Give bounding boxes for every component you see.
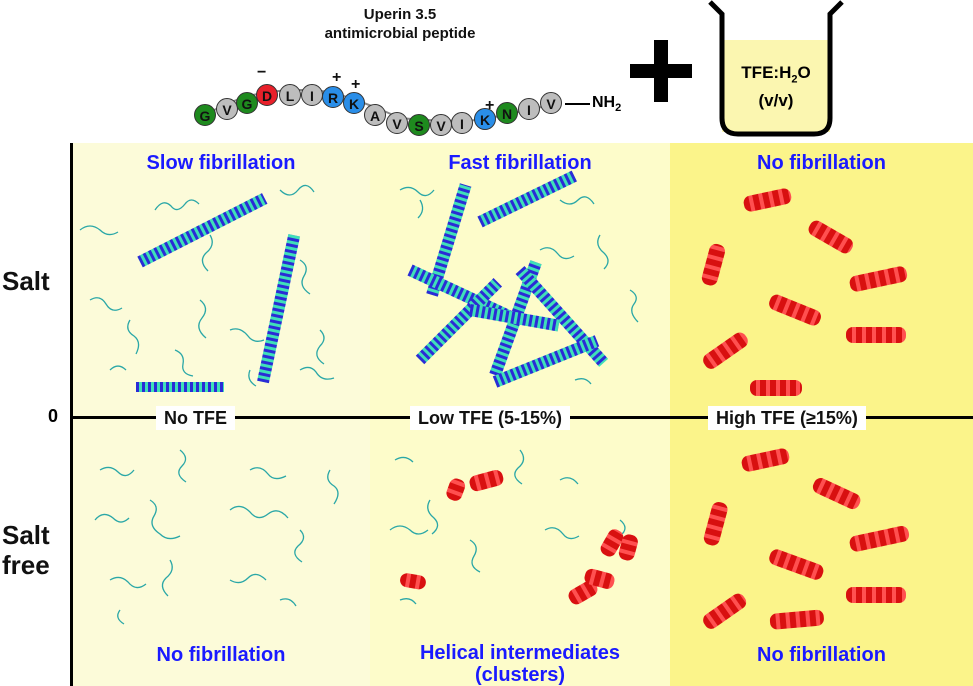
beaker-label: TFE:H2O (v/v) — [741, 63, 811, 111]
residue-l: L — [279, 84, 301, 106]
fibrils-fast — [407, 170, 609, 388]
residue-r: R — [322, 86, 344, 108]
residue-k: K — [474, 108, 496, 130]
condition-bottom-high-tfe: No fibrillation — [757, 644, 886, 666]
condition-top-low-tfe: Fast fibrillation — [448, 152, 592, 174]
c-terminus-label: NH2 — [592, 94, 622, 115]
residue-v: V — [386, 112, 408, 134]
residue-g: G — [236, 92, 258, 114]
charge-plus-k: + — [351, 76, 361, 93]
zero-tick-label: 0 — [48, 406, 59, 426]
charge-plus-r: + — [332, 69, 342, 86]
condition-top-no-tfe: Slow fibrillation — [146, 152, 296, 174]
tfe-label-high: High TFE (≥15%) — [708, 406, 866, 430]
residue-i: I — [301, 84, 323, 106]
y-axis-line — [70, 143, 73, 686]
residue-v: V — [540, 92, 562, 114]
fibrils-slow — [136, 193, 301, 392]
charge-minus: − — [257, 64, 267, 81]
tfe-label-low: Low TFE (5-15%) — [410, 406, 571, 430]
condition-bottom-no-tfe: No fibrillation — [156, 644, 286, 666]
residue-i: I — [518, 98, 540, 120]
random-coils-salt-no-tfe — [79, 184, 335, 387]
row-label-salt: Salt — [2, 266, 50, 296]
residue-n: N — [496, 102, 518, 124]
condition-bottom-low-tfe: Helical intermediates (clusters) — [419, 642, 621, 686]
residue-i: I — [451, 112, 473, 134]
residue-g: G — [194, 104, 216, 126]
residue-v: V — [216, 98, 238, 120]
random-coils-saltfree-no-tfe — [94, 449, 339, 625]
random-coils-saltfree-low-tfe — [389, 449, 626, 605]
helices-salt-high-tfe — [701, 188, 908, 396]
helices-saltfree-high-tfe — [703, 448, 910, 630]
plus-icon — [630, 40, 692, 102]
condition-top-high-tfe: No fibrillation — [757, 152, 886, 174]
charge-plus-k2: + — [485, 97, 495, 114]
random-coils-salt-low-tfe — [399, 186, 639, 385]
residue-a: A — [364, 104, 386, 126]
peptide-title: Uperin 3.5 antimicrobial peptide — [324, 6, 476, 42]
beaker-icon — [708, 0, 844, 137]
row-label-salt-free: Salt free — [2, 520, 50, 580]
residue-s: S — [408, 114, 430, 136]
residue-k: K — [343, 92, 365, 114]
helical-clusters — [400, 470, 638, 605]
residue-d: D — [256, 84, 278, 106]
tfe-label-none: No TFE — [156, 406, 235, 430]
residue-v: V — [430, 114, 452, 136]
